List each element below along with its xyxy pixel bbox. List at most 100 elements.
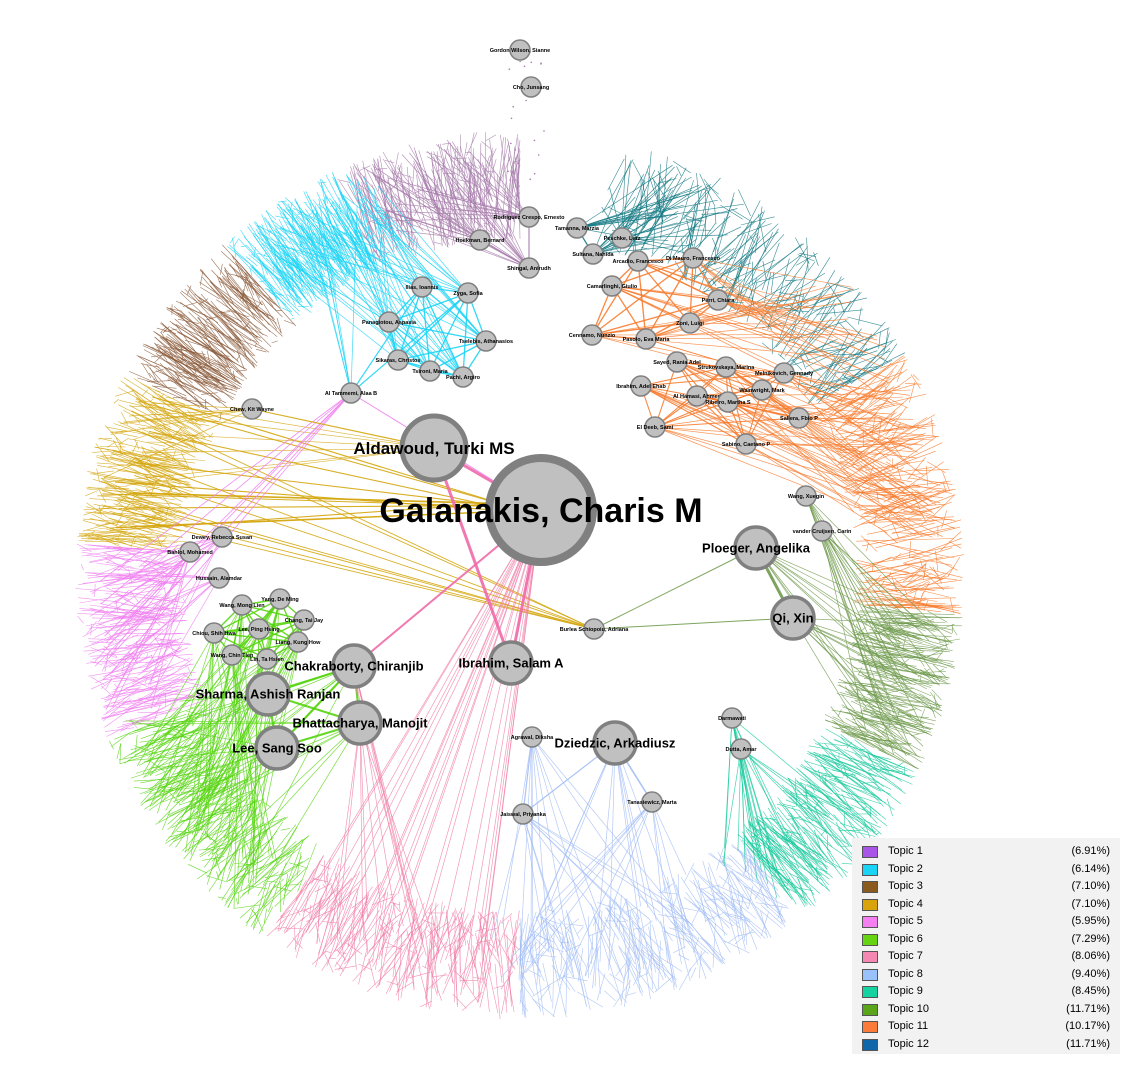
author-node-circle [179,541,201,563]
author-node-circle [520,76,542,98]
edge-altammemi-ilias [350,286,423,394]
author-node-perri[interactable]: Perri, Chiara [702,289,736,311]
author-node-liang[interactable]: Liang, Kung How [276,631,322,653]
author-node-lin[interactable]: Lin, Ta Hsien [250,648,285,670]
author-label: Strukovskaya, Marina [698,365,755,371]
author-node-burlea[interactable]: Burlea Schiopoiu, Adriana [560,618,629,640]
topic-legend: Topic 1(6.91%)Topic 2(6.14%)Topic 3(7.10… [852,838,1120,1054]
author-label: Zoni, Luigi [676,321,704,327]
author-node-wang_xuegin[interactable]: Wang, Xuegin [788,485,825,507]
legend-item: Topic 9(8.45%) [852,984,1120,1001]
author-node-ribeiro[interactable]: Ribeiro, Martha S [705,391,751,413]
author-node-yang[interactable]: Yang, De Ming [261,588,299,610]
author-node-aldawoud[interactable]: Aldawoud, Turki MS [353,413,515,483]
author-node-arcadio[interactable]: Arcadio, Francesco [612,250,664,272]
author-label: Bahlol, Mohamed [167,550,213,556]
author-node-chiou[interactable]: Chiou, Shih Hwa [192,622,237,644]
author-node-dewey[interactable]: Dewey, Rebecca Susan [192,526,253,548]
edge-agrawal-jaiswal [522,736,533,815]
author-node-wainwright[interactable]: Wainwright, Mark [739,379,786,401]
legend-percentage: (7.29%) [1071,932,1110,945]
author-node-ibrahim_adel[interactable]: Ibrahim, Adel Ehab [616,375,666,397]
legend-swatch [862,951,878,963]
author-node-ibrahim_salam[interactable]: Ibrahim, Salam A [459,640,565,686]
author-node-strukovskaya[interactable]: Strukovskaya, Marina [698,356,755,378]
author-node-qi[interactable]: Qi, Xin [770,595,816,641]
author-node-cennamo[interactable]: Cennamo, Nunzio [569,324,616,346]
author-node-hoekman[interactable]: Hoekman, Bernard [456,229,505,251]
author-node-darmawati[interactable]: Darmawati [718,707,746,729]
author-node-bahlol[interactable]: Bahlol, Mohamed [167,541,213,563]
author-node-wang_mong[interactable]: Wang, Mong Lien [219,594,265,616]
author-node-jaiswal[interactable]: Jaiswal, Priyanka [500,803,547,825]
edge-zyga-pachi [462,292,469,378]
author-node-sharma[interactable]: Sharma, Ashish Ranjan [196,671,341,717]
legend-label: Topic 12 [888,1037,929,1050]
author-label: Shingal, Anirudh [507,266,551,272]
author-node-sayed[interactable]: Sayed, Rania Adel [653,351,701,373]
author-label: Dziedzic, Arkadiusz [555,736,676,751]
author-node-circle [512,803,534,825]
author-label: Lee, Sang Soo [232,741,322,756]
author-node-zoni[interactable]: Zoni, Luigi [676,312,704,334]
author-node-circle [248,618,270,640]
legend-item: Topic 6(7.29%) [852,932,1120,949]
author-node-sikaras[interactable]: Sikaras, Christos [376,349,421,371]
author-label: Dutta, Amar [726,747,758,753]
legend-item: Topic 10(11.71%) [852,1002,1120,1019]
author-node-chakraborty[interactable]: Chakraborty, Chiranjib [284,643,424,689]
author-node-alhamsi[interactable]: Al Hamasi, Ahmed [673,385,721,407]
author-node-peschke[interactable]: Peschke, Lutz [604,227,641,249]
author-node-eldeeb[interactable]: El Deeb, Sami [637,416,674,438]
author-node-dutta[interactable]: Dutta, Amar [726,738,758,760]
author-node-circle [293,609,315,631]
author-node-panagiotou[interactable]: Panagiotou, Aspasia [362,311,417,333]
author-node-tanasiewicz[interactable]: Tanasiewicz, Marta [627,791,678,813]
author-label: Lee, Ping Hsing [238,627,279,633]
author-node-dziedzic[interactable]: Dziedzic, Arkadiusz [555,720,676,766]
legend-label: Topic 11 [888,1020,929,1032]
ring-segment-topic9 [737,728,916,907]
author-node-circle [733,525,779,571]
author-node-cho[interactable]: Cho, Junsang [513,76,549,98]
author-node-zyga[interactable]: Zyga, Sofia [453,282,484,304]
author-node-wang_chin[interactable]: Wang, Chin Tien [211,644,254,666]
legend-percentage: (9.40%) [1071,967,1110,980]
author-node-agrawal[interactable]: Agrawal, Diksha [511,726,554,748]
author-node-dimauro[interactable]: Di Mauro, Francesco [666,247,721,269]
author-node-ilias[interactable]: Ilias, Ioannis [405,276,439,298]
author-node-bhattacharya[interactable]: Bhattacharya, Manojit [292,700,428,746]
author-node-circle [644,416,666,438]
author-node-sabino[interactable]: Sabino, Caetano P [722,433,771,455]
author-label: Al Tammemi, Alaa B [325,391,377,397]
edge-aldawoud-ibrahim_salam [432,447,513,664]
author-node-sultana[interactable]: Sultana, Nahida [572,243,615,265]
author-node-melnikovich[interactable]: Melnikovich, Gennady [755,362,814,384]
author-node-circle [717,391,739,413]
legend-percentage: (7.10%) [1071,897,1110,910]
author-node-tamanna[interactable]: Tamanna, Marzia [555,217,600,239]
legend-item: Topic 7(8.06%) [852,949,1120,966]
author-node-shingal[interactable]: Shingal, Anirudh [507,257,552,279]
author-node-chew[interactable]: Chew, Kit Wayne [230,398,274,420]
author-node-hussain[interactable]: Hussain, Alamdar [196,567,243,589]
edge-ilias-tsekelia [421,286,487,342]
legend-item: Topic 12(11.71%) [852,1037,1120,1054]
author-node-tsironi[interactable]: Tsironi, Maria [412,360,449,382]
author-node-circle [452,366,474,388]
author-node-pasolo[interactable]: Pasolo, Eva Maria [623,328,671,350]
author-node-tsekelia[interactable]: Tselebis, Athanasios [459,330,513,352]
author-node-gordon[interactable]: Gordon Wilson, Sianne [490,39,550,61]
author-node-camarlinghi[interactable]: Camarlinghi, Giulio [587,275,638,297]
author-node-saliera[interactable]: Saliera, Fbio P [780,407,818,429]
author-node-rodriguez[interactable]: Rodriguez Crespo, Ernesto [494,206,566,228]
author-node-lee[interactable]: Lee, Sang Soo [232,725,322,771]
author-node-chang[interactable]: Chang, Tai Jay [285,609,324,631]
author-node-galanakis[interactable]: Galanakis, Charis M [379,454,703,566]
author-node-ploeger[interactable]: Ploeger, Angelika [702,525,811,571]
author-node-altammemi[interactable]: Al Tammemi, Alaa B [325,382,377,404]
author-node-vandercruijsen[interactable]: vander Cruijsen, Carin [793,520,852,542]
author-node-pachi[interactable]: Pachi, Argiro [446,366,481,388]
author-node-lee_ping[interactable]: Lee, Ping Hsing [238,618,280,640]
author-node-circle [666,351,688,373]
